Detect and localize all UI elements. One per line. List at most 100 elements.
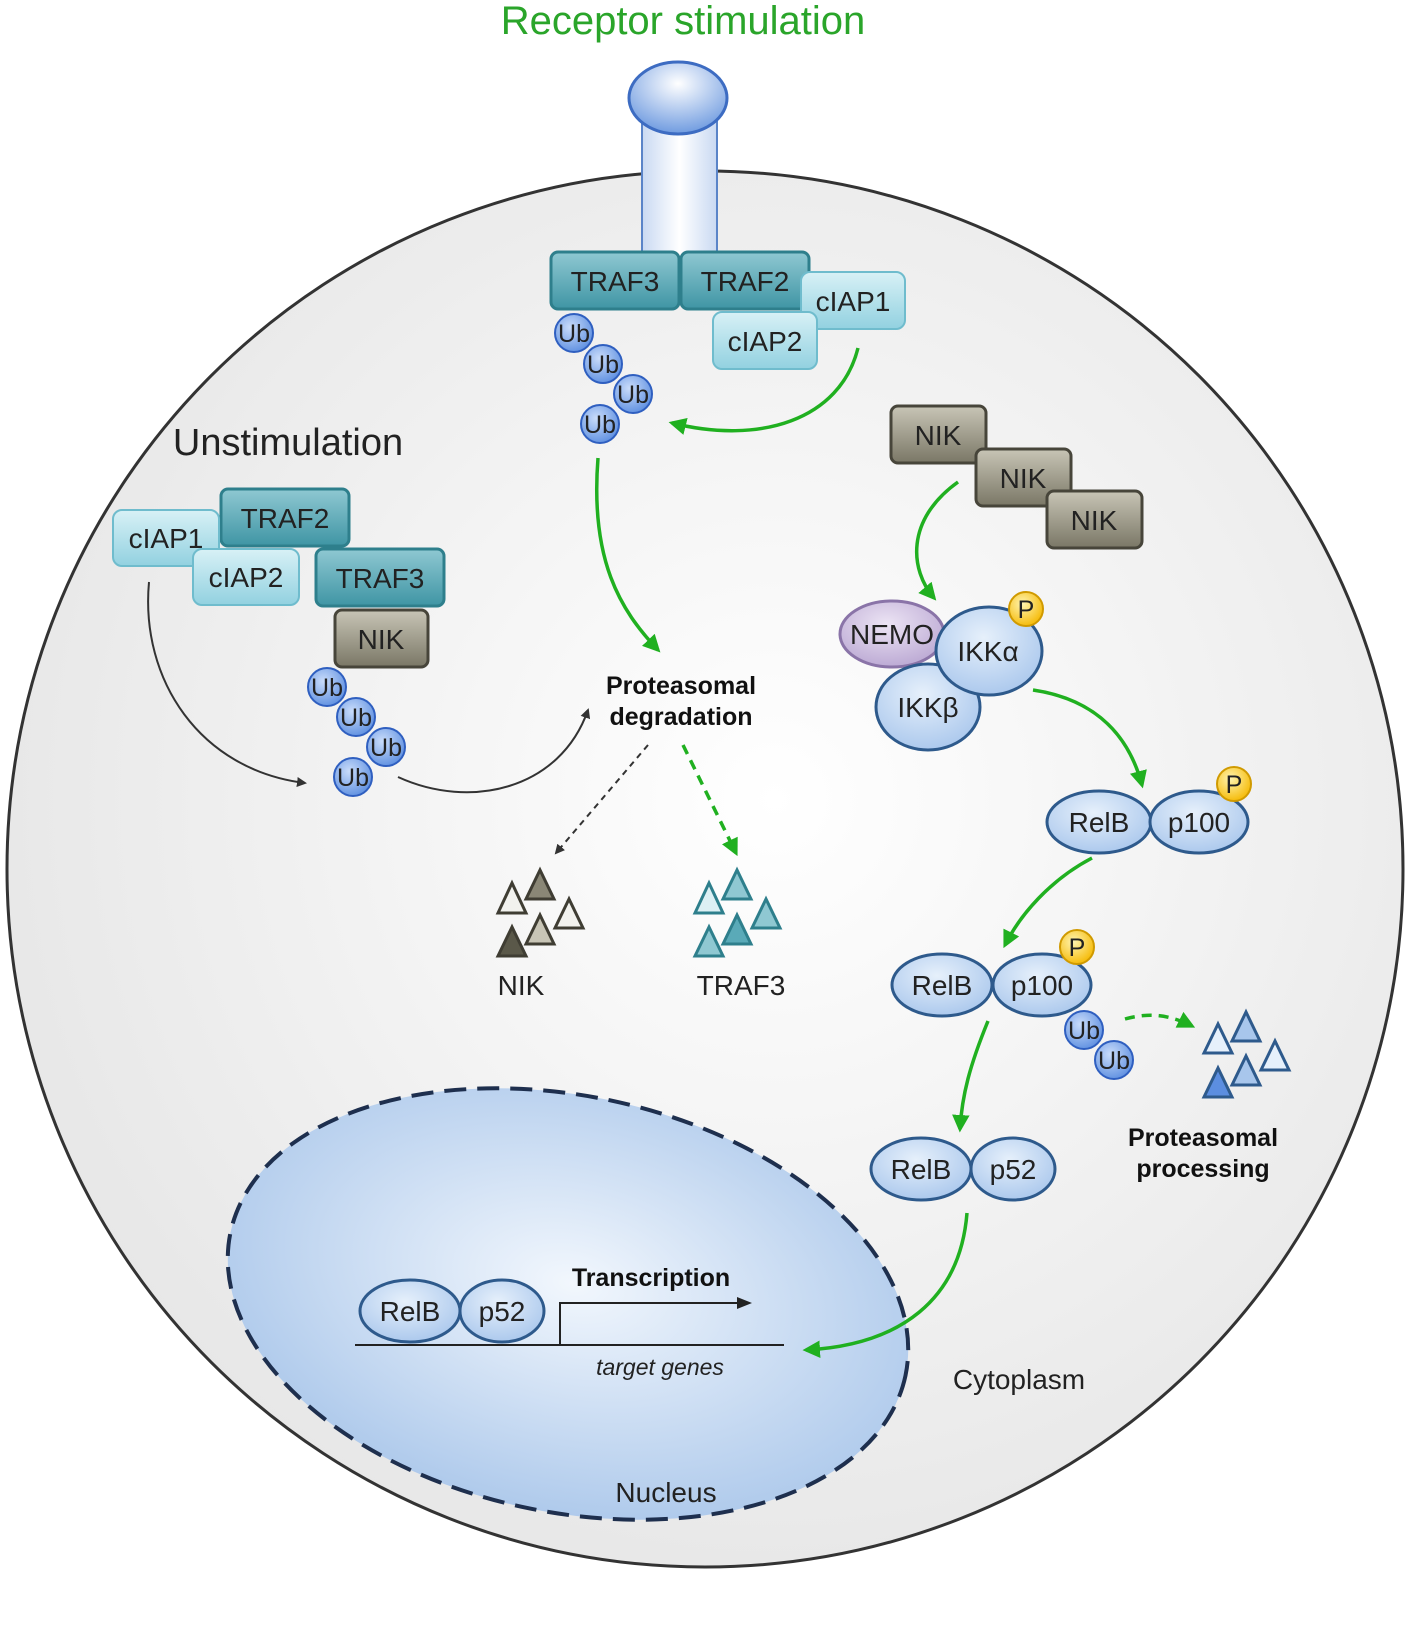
arrow-ub-to-degradation — [595, 457, 661, 653]
degradation-label-line2: degradation — [609, 703, 752, 731]
arrow-ciap-to-ub — [668, 347, 860, 435]
transcription-start-arrow — [559, 1302, 748, 1345]
phospho-badge — [1059, 929, 1095, 965]
p100-fragments — [1201, 1008, 1292, 1099]
unstimulation-heading: Unstimulation — [173, 422, 403, 464]
arrow-ciap1-to-ub-unstim — [147, 581, 307, 787]
traf3-box — [549, 250, 681, 311]
phospho-label: P — [1069, 934, 1086, 962]
arrow-ikk-to-p100 — [1032, 688, 1147, 789]
traf2-box — [219, 487, 351, 548]
arrows — [147, 347, 1196, 1358]
nik-label: NIK — [358, 624, 405, 655]
p100-label: p100 — [1011, 970, 1073, 1001]
nik-fragments — [495, 866, 586, 958]
ciap2-label: cIAP2 — [209, 562, 284, 593]
ub-chain-unstimulated: Ub Ub Ub Ub — [307, 667, 406, 797]
ub-label: Ub — [617, 381, 649, 409]
ikka-label: IKKα — [957, 636, 1018, 667]
nik-box — [333, 608, 430, 669]
nik-box — [974, 447, 1073, 508]
phospho-badge — [1216, 766, 1252, 802]
arrow-ub-to-degradation-unstim — [397, 708, 591, 794]
receptor-complex: TRAF3 TRAF2 cIAP1 cIAP2 Ub Ub Ub Ub — [549, 250, 906, 444]
phospho-badge — [1008, 591, 1044, 627]
phospho-label: P — [1226, 771, 1243, 799]
transcription-arrowhead — [737, 1297, 752, 1309]
arrow-degradation-to-nik — [554, 744, 649, 855]
traf3-label: TRAF3 — [336, 563, 425, 594]
degradation-label-line1: Proteasomal — [606, 672, 756, 700]
ciap1-label: cIAP1 — [816, 286, 891, 317]
ub-label: Ub — [584, 411, 616, 439]
p52-label: p52 — [990, 1154, 1037, 1185]
p100-ellipse — [991, 952, 1093, 1018]
ciap1-box — [112, 509, 220, 567]
ub-label: Ub — [1068, 1017, 1100, 1045]
ikka-ellipse — [934, 605, 1044, 697]
p100-label: p100 — [1168, 807, 1230, 838]
ub-label: Ub — [558, 320, 590, 348]
relb-label: RelB — [380, 1296, 441, 1327]
ub-circle — [366, 727, 406, 767]
arrow-nik-to-ikk — [914, 480, 960, 601]
relb-p52-cytoplasm: RelB p52 — [869, 1136, 1057, 1202]
processing-label-line1: Proteasomal — [1128, 1124, 1278, 1152]
nemo-label: NEMO — [850, 619, 934, 650]
p52-ellipse — [969, 1136, 1057, 1202]
ikk-complex: NEMO IKKβ IKKα P — [838, 591, 1044, 752]
relb-label: RelB — [1069, 807, 1130, 838]
ub-label: Ub — [587, 351, 619, 379]
arrow-p100-to-p52 — [952, 1020, 990, 1133]
cytoplasm-label: Cytoplasm — [953, 1364, 1085, 1395]
nik-label: NIK — [915, 420, 962, 451]
receptor-head — [627, 60, 729, 136]
ub-circle — [613, 374, 653, 414]
arrow-to-processing — [1124, 1011, 1196, 1028]
ub-label: Ub — [370, 734, 402, 762]
ub-circle — [583, 344, 623, 384]
ub-label: Ub — [311, 674, 343, 702]
ub-circle — [1064, 1010, 1104, 1050]
arrow-p52-to-nucleus — [802, 1212, 969, 1358]
ub-label: Ub — [1098, 1047, 1130, 1075]
p52-ellipse — [458, 1278, 546, 1344]
arrow-degradation-to-traf3 — [681, 744, 738, 857]
ub-circle — [554, 313, 594, 353]
ub-label: Ub — [340, 704, 372, 732]
nucleus-label: Nucleus — [615, 1477, 716, 1508]
degraded-traf3-label: TRAF3 — [697, 970, 786, 1001]
p100-ellipse — [1148, 789, 1250, 855]
traf3-box — [314, 547, 446, 608]
traf3-fragments — [692, 866, 783, 958]
arrow-p100-to-ub — [1003, 856, 1093, 949]
nik-box — [889, 404, 988, 465]
ciap1-label: cIAP1 — [129, 523, 204, 554]
relb-p100-complex: RelB p100 P — [1045, 766, 1252, 855]
traf2-label: TRAF2 — [701, 266, 790, 297]
ciap1-box — [800, 271, 906, 330]
ub-circle — [1094, 1040, 1134, 1080]
unstimulated-complex: TRAF2 cIAP1 cIAP2 TRAF3 NIK Ub Ub Ub Ub — [112, 487, 446, 797]
nik-box — [1045, 489, 1144, 550]
ub-circle — [307, 667, 347, 707]
target-genes-label: target genes — [596, 1354, 724, 1380]
relb-label: RelB — [891, 1154, 952, 1185]
ub-circle — [336, 697, 376, 737]
degraded-nik-label: NIK — [498, 970, 545, 1001]
ub-circle — [333, 757, 373, 797]
relb-label: RelB — [912, 970, 973, 1001]
nik-stack: NIK NIK NIK — [889, 404, 1144, 550]
phospho-label: P — [1018, 596, 1035, 624]
relb-p100-ub-complex: RelB p100 P Ub Ub — [890, 929, 1134, 1080]
nik-label: NIK — [1071, 505, 1118, 536]
ciap2-box — [192, 548, 300, 606]
relb-p52-nucleus: RelB p52 — [358, 1278, 546, 1344]
traf2-label: TRAF2 — [241, 503, 330, 534]
p52-label: p52 — [479, 1296, 526, 1327]
traf3-label: TRAF3 — [571, 266, 660, 297]
title-receptor-stimulation: Receptor stimulation — [501, 0, 866, 43]
transcription-label: Transcription — [572, 1264, 730, 1292]
